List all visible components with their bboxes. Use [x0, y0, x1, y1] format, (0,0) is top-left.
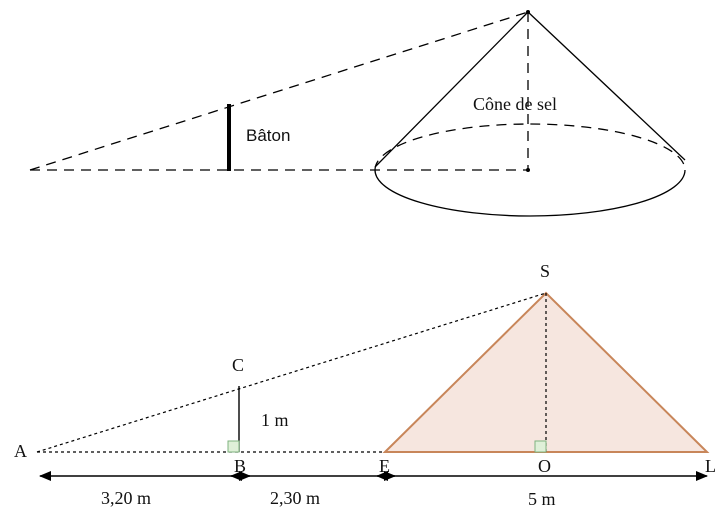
dimension-AB-label: 3,20 m: [101, 488, 151, 508]
cone-side-left: [374, 11, 529, 168]
dimension-BE-label: 2,30 m: [270, 488, 320, 508]
right-angle-O: [534, 440, 547, 453]
right-angle-B: [227, 440, 240, 453]
line-AS: [36, 292, 547, 453]
cone-label: Cône de sel: [473, 94, 557, 114]
bottom-diagram: S C A B E O L 1 m 3,20 m 2,30 m 5 m: [14, 261, 716, 509]
dimension-EL-label: 5 m: [528, 489, 556, 509]
point-L-label: L: [705, 456, 716, 476]
cone-side-right: [527, 11, 686, 161]
cone-apex-dot: [526, 10, 530, 14]
point-S-label: S: [540, 261, 550, 281]
point-O-label: O: [538, 456, 551, 476]
cone-center-dot: [526, 168, 530, 172]
top-illustration: Bâton Cône de sel: [29, 10, 686, 217]
point-E-label: E: [379, 456, 390, 476]
cone-base-front: [374, 169, 686, 217]
point-C-label: C: [232, 355, 244, 375]
point-B-label: B: [234, 456, 246, 476]
stick-height-label: 1 m: [261, 410, 289, 430]
sight-line: [29, 11, 529, 171]
point-A-label: A: [14, 441, 27, 461]
stick-label: Bâton: [246, 126, 290, 145]
cone-base-back: [374, 123, 686, 171]
